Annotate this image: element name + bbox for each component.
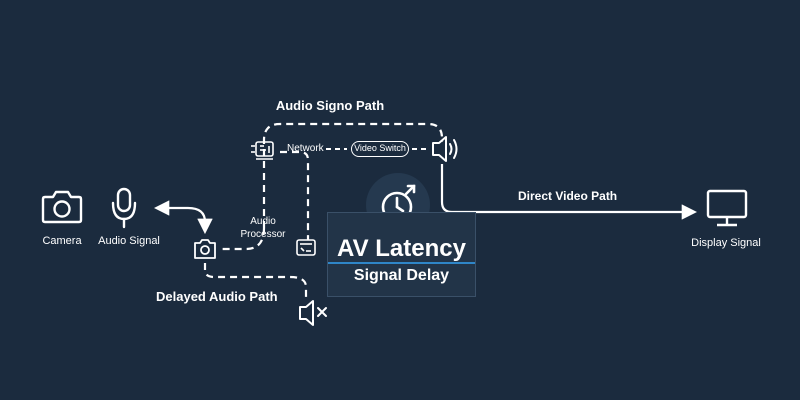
processor-encoder-line	[280, 150, 310, 240]
audio-processor-label-line2: Processor	[240, 229, 286, 240]
muted-speaker-icon	[299, 300, 327, 326]
small-camera-icon	[194, 239, 216, 259]
audio-processor-icon	[251, 141, 274, 160]
delayed-audio-path-label: Delayed Audio Path	[156, 289, 278, 304]
audio-processor-label-line1: Audio	[250, 216, 276, 227]
delayed-audio-line	[203, 263, 308, 298]
direct-video-path-label: Direct Video Path	[518, 189, 618, 203]
latency-title: AV Latency	[337, 235, 466, 262]
camera-label: Camera	[42, 235, 82, 247]
video-switch-pill: Video Switch	[351, 141, 409, 157]
latency-subtitle: Signal Delay	[353, 267, 450, 284]
audio-signo-path-line	[262, 122, 444, 228]
bidirectional-arrow	[153, 200, 213, 235]
direct-video-path-arrow	[440, 164, 698, 220]
display-signal-label: Display Signal	[691, 237, 761, 249]
latency-divider	[328, 262, 475, 264]
microphone-icon	[111, 187, 137, 229]
display-icon	[706, 189, 748, 227]
encoder-icon	[296, 239, 316, 256]
audio-signo-path-title: Audio Signo Path	[275, 98, 385, 113]
audio-signal-label: Audio Signal	[98, 235, 160, 247]
speaker-icon	[432, 136, 458, 162]
network-label: Network	[287, 143, 324, 154]
latency-box: AV Latency Signal Delay	[327, 212, 476, 297]
camera-icon	[41, 190, 83, 224]
processor-camera-line	[222, 227, 266, 251]
